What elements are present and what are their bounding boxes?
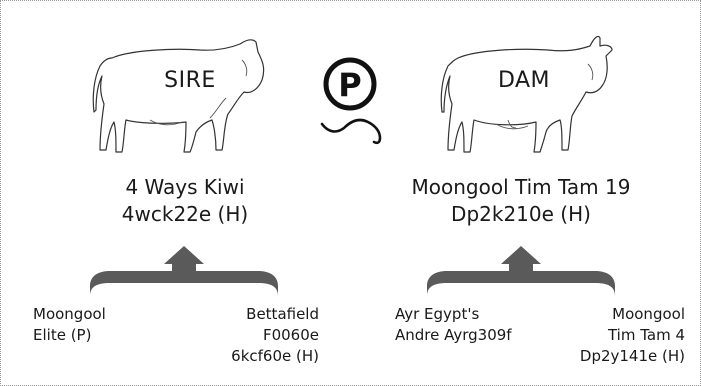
ancestor-line: Elite (P) xyxy=(33,326,92,344)
ancestor-line: Moongool xyxy=(612,305,685,323)
sire-cow-icon xyxy=(92,39,265,153)
ancestor-line: Moongool xyxy=(33,305,106,323)
ancestor-line: Bettafield xyxy=(246,305,319,323)
sire-brace xyxy=(90,246,278,296)
dam-brace xyxy=(427,246,615,296)
sire-label: SIRE xyxy=(164,68,216,93)
ancestor-line: Andre Ayrg309f xyxy=(395,326,512,344)
ancestor-line: F0060e xyxy=(262,326,319,344)
dam-label: DAM xyxy=(497,68,551,93)
sire-name-block: 4 Ways Kiwi 4wck22e (H) xyxy=(80,174,290,228)
ancestor-line: Tim Tam 4 xyxy=(607,326,685,344)
ancestor-line: 6kcf60e (H) xyxy=(231,347,319,365)
dam-sire-parent: Ayr Egypt's Andre Ayrg309f xyxy=(395,304,545,346)
ancestor-line: Ayr Egypt's xyxy=(395,305,480,323)
poll-badge-letter: P xyxy=(338,66,362,104)
dam-name: Moongool Tim Tam 19 xyxy=(411,175,631,199)
dam-ident: Dp2k210e (H) xyxy=(451,202,591,226)
dam-name-block: Moongool Tim Tam 19 Dp2k210e (H) xyxy=(398,174,644,228)
sire-sire-parent: Bettafield F0060e 6kcf60e (H) xyxy=(180,304,319,367)
dam-dam-parent: Moongool Tim Tam 4 Dp2y141e (H) xyxy=(540,304,685,367)
poll-badge-icon xyxy=(320,57,382,145)
sire-name: 4 Ways Kiwi xyxy=(125,175,245,199)
ancestor-line: Dp2y141e (H) xyxy=(579,347,685,365)
sire-dam-parent: Moongool Elite (P) xyxy=(33,304,173,346)
sire-ident: 4wck22e (H) xyxy=(121,202,249,226)
dam-cow-icon xyxy=(440,35,613,153)
